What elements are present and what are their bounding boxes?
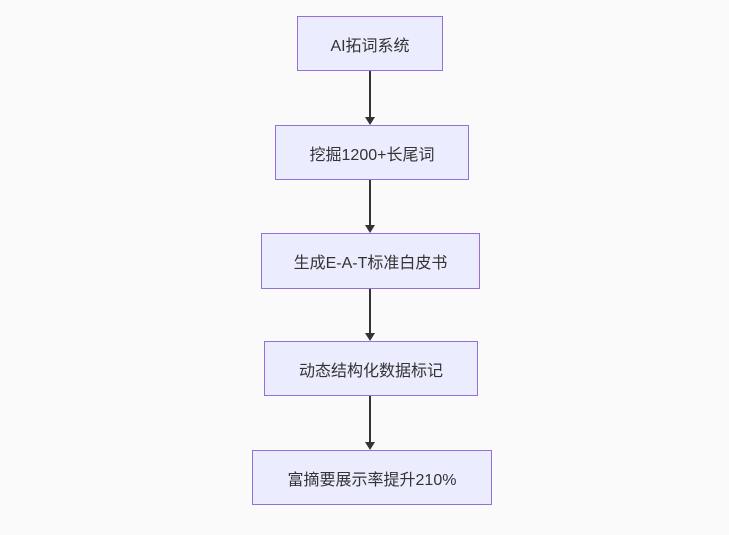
- flow-node-structured-data-markup: 动态结构化数据标记: [264, 341, 478, 396]
- arrow-down-connector-4: [365, 396, 375, 450]
- flow-node-label: AI拓词系统: [330, 37, 410, 55]
- arrow-down-connector-3: [365, 289, 375, 341]
- flow-node-eat-whitepaper: 生成E-A-T标准白皮书: [261, 233, 480, 289]
- flow-node-label: 动态结构化数据标记: [298, 362, 443, 380]
- arrow-down-connector-2: [365, 180, 375, 233]
- flow-node-ai-keyword-system: AI拓词系统: [297, 16, 443, 71]
- arrow-down-connector-1: [365, 71, 375, 125]
- flow-node-label: 生成E-A-T标准白皮书: [293, 255, 448, 272]
- flow-node-label: 富摘要展示率提升210%: [287, 471, 457, 489]
- flow-node-label: 挖掘1200+长尾词: [309, 146, 435, 164]
- flow-node-longtail-mining: 挖掘1200+长尾词: [275, 125, 469, 180]
- flow-node-rich-snippet-result: 富摘要展示率提升210%: [252, 450, 492, 505]
